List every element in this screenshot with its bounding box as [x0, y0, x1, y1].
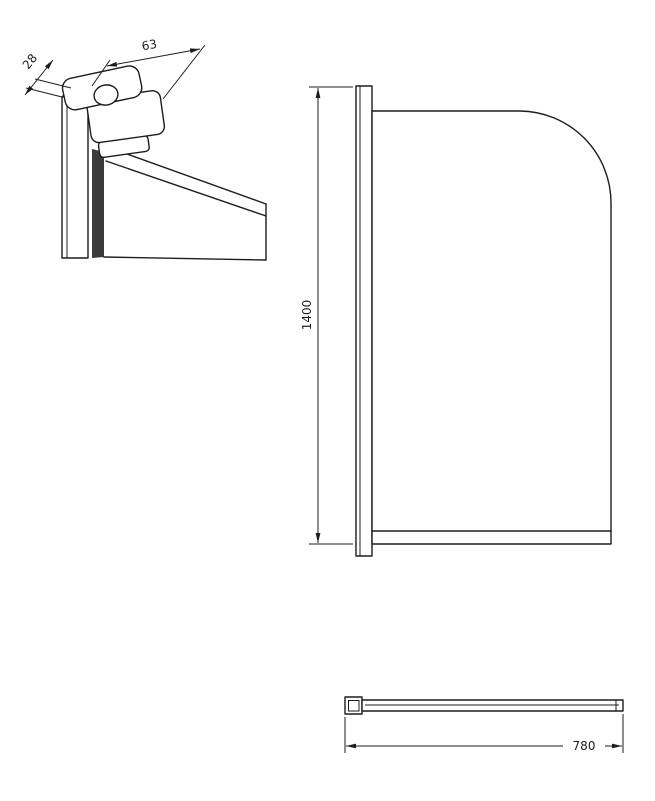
front-view: 1400: [300, 85, 612, 557]
detail-view: 63 28: [20, 37, 267, 261]
dim-780-label: 780: [573, 739, 596, 753]
dim-28-ext-a: [25, 87, 63, 98]
dim-63-line: [106, 48, 201, 67]
glass-panel-outline: [371, 110, 612, 545]
dim-1400-label: 1400: [300, 300, 314, 331]
dim-28-label: 28: [20, 51, 40, 72]
glass-edge-line-lower: [105, 160, 267, 217]
wall-profile-bar: [355, 85, 373, 557]
profile-cap-inner: [348, 700, 360, 712]
dim-28-line: [24, 59, 54, 96]
glass-seal-strip: [92, 149, 104, 258]
dim-780-label-bg: [563, 736, 605, 755]
glass-bottom-edge: [103, 256, 267, 261]
dim-63-label: 63: [141, 37, 158, 53]
wall-profile-front: [61, 89, 89, 259]
plan-view: 780: [344, 696, 624, 755]
dim-63-ext-b: [162, 44, 206, 100]
pivot-hole-icon: [93, 84, 119, 106]
glass-edge-line-upper: [115, 149, 267, 205]
